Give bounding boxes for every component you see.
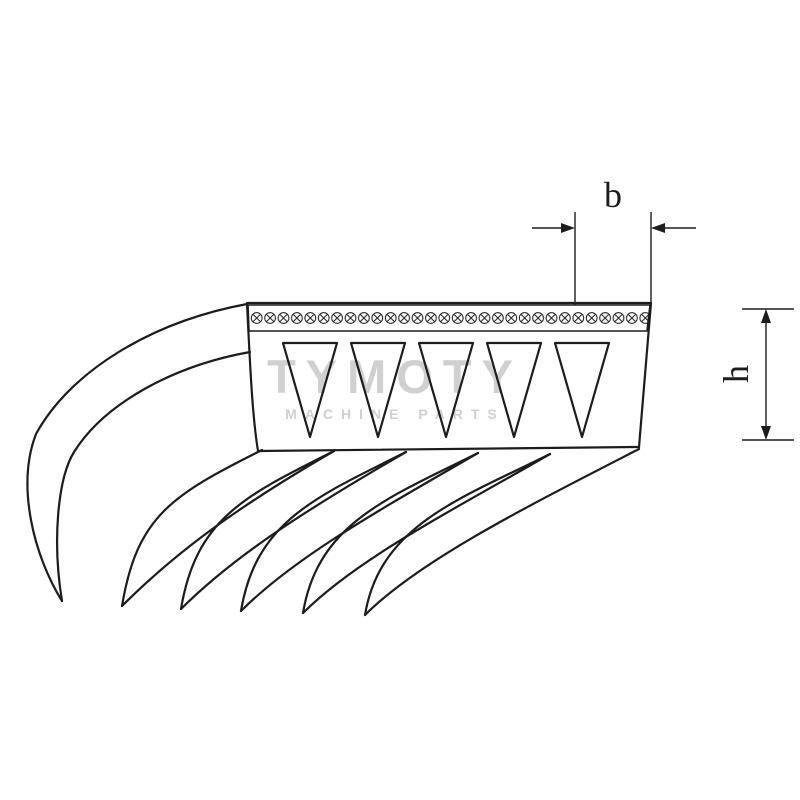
rib-3-upper-curve bbox=[239, 450, 408, 613]
groove-triangle-4 bbox=[485, 341, 543, 439]
rib-5-upper-curve bbox=[363, 452, 552, 617]
dimension-b: b bbox=[532, 175, 696, 305]
dim-b-label: b bbox=[604, 175, 622, 215]
dim-b-arrow-right-icon bbox=[561, 223, 575, 233]
belt-drawing bbox=[26, 301, 653, 617]
dim-h-arrow-up-icon bbox=[761, 309, 771, 323]
rib-1-upper-curve bbox=[120, 448, 264, 608]
belt-back-inner-curve bbox=[56, 350, 252, 603]
rib-2-upper-curve bbox=[179, 449, 336, 611]
rib-4-upper-curve bbox=[301, 451, 480, 615]
rib-4-lower-curve bbox=[301, 452, 552, 615]
rib-1-lower-curve bbox=[120, 449, 336, 608]
dimension-h: h bbox=[716, 308, 794, 441]
groove-triangle-3 bbox=[417, 341, 475, 439]
groove-triangle-5 bbox=[553, 341, 611, 439]
dim-h-label: h bbox=[716, 365, 756, 383]
dim-h-arrow-down-icon bbox=[761, 426, 771, 440]
belt-bottom-edge bbox=[256, 445, 641, 453]
dim-b-arrow-left-icon bbox=[651, 223, 665, 233]
belt-back-outer-curve bbox=[26, 302, 249, 603]
rib-5-lower-curve bbox=[363, 447, 641, 617]
belt-left-edge bbox=[245, 302, 260, 453]
groove-triangle-1 bbox=[281, 341, 339, 439]
belt-hatched-band bbox=[247, 304, 651, 332]
belt-right-edge bbox=[637, 301, 653, 449]
groove-triangle-2 bbox=[349, 341, 407, 439]
